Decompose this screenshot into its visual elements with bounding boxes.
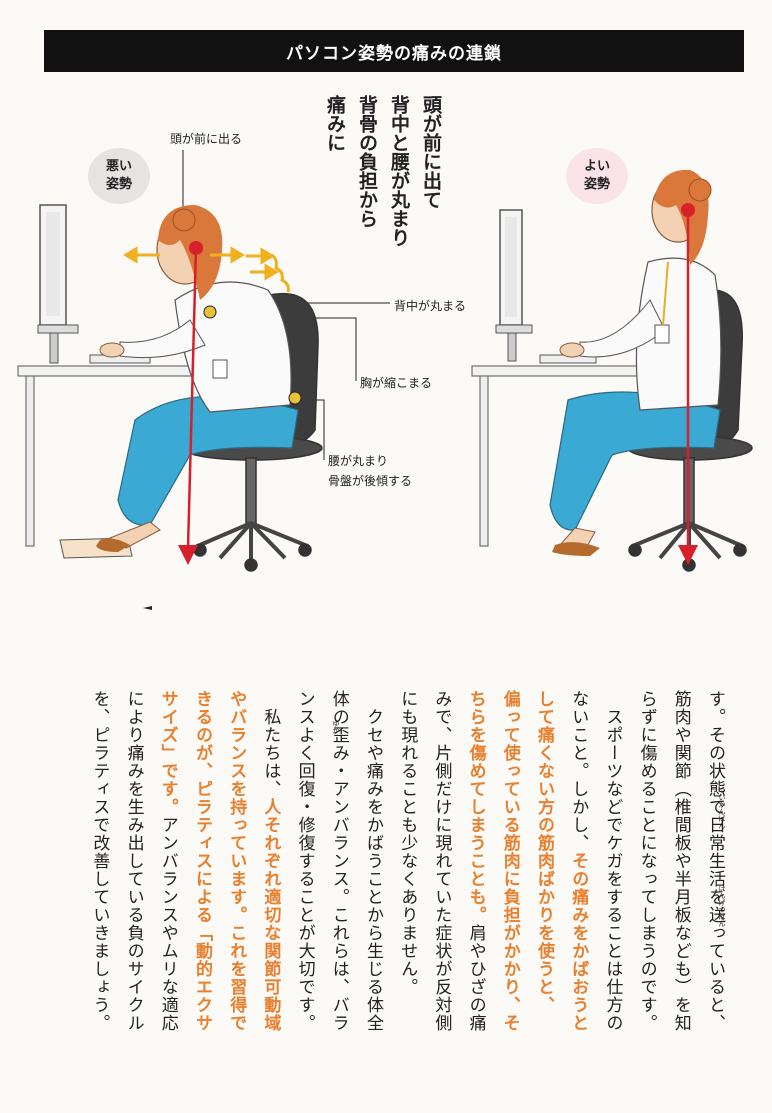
body-text-segment: により痛みを生み出している負のサイクル	[123, 690, 144, 1032]
body-text-segment: を、ピラティスで改善していきましょう。	[89, 690, 110, 1032]
print-mark	[143, 606, 152, 610]
annotation-waist-1: 腰が丸まり	[328, 454, 389, 468]
body-text-segment: 筋肉や関節（椎間板や半月板なども）を知	[670, 690, 691, 1032]
body-text-column: スポーツなどでケガをすることは仕方の	[602, 690, 623, 1090]
body-text-column: ないこと。しかし、その痛みをかばおうと	[568, 690, 589, 1090]
highlighted-text: その痛みをかばおうと	[568, 852, 589, 1032]
banner-title: パソコン姿勢の痛みの連鎖	[286, 43, 502, 64]
body-text-segment: スポーツなどでケガをすることは仕方の	[602, 690, 623, 1032]
body-text-column: にも現れることも少なくありません。	[397, 690, 418, 1090]
ruby-yuga: ゆが	[332, 720, 340, 734]
bad-alignment-line	[178, 241, 302, 565]
body-text-column: により痛みを生み出している負のサイクル	[123, 690, 144, 1090]
body-text-column: きるのが、ピラティスによる「動的エクサ	[192, 690, 212, 1090]
ruby-tsuikanban: ついかんばん	[718, 787, 726, 829]
body-text-segment: クセや痛みをかばうことから生じる体全	[363, 690, 383, 1032]
highlighted-text: して痛くない方の筋肉ばかりを使うと、	[534, 690, 554, 1014]
body-text-segment: らずに傷めることになってしまうのです。	[636, 690, 657, 1032]
ruby-hangetsuban: はんげつばん	[718, 885, 726, 927]
body-text-column: ちらを傷めてしまうことも。肩やひざの痛	[465, 690, 486, 1090]
body-text-column: 偏って使っている筋肉に負担がかかり、そ	[499, 690, 520, 1090]
body-text-column: サイズ」です。アンバランスやムリな適応	[157, 690, 178, 1090]
body-text-segment: アンバランスやムリな適応	[157, 816, 178, 1032]
body-text-segment: 私たちは、	[260, 690, 281, 798]
headline-line-1: 頭が前に出て	[419, 95, 442, 209]
highlighted-text: 偏って使っている筋肉に負担がかかり、そ	[499, 690, 520, 1032]
bad-head	[156, 205, 223, 300]
body-text-column: す。その状態で日常生活を送っていると、	[705, 690, 725, 1090]
highlighted-text: きるのが、ピラティスによる「動的エクサ	[192, 690, 212, 1032]
good-posture-figure	[471, 169, 753, 572]
body-text-column: みで、片側だけに現れていた症状が反対側	[431, 690, 452, 1090]
bad-bubble-line-1: 悪い	[105, 159, 132, 175]
body-text-segment: にも現れることも少なくありません。	[397, 690, 418, 996]
headline-line-3: 背骨の負担から	[355, 95, 378, 228]
body-text-column: して痛くない方の筋肉ばかりを使うと、	[534, 690, 554, 1090]
body-text-segment: 肩やひざの痛	[465, 924, 486, 1032]
body-text-segment: す。その状態で日常生活を送っていると、	[705, 690, 725, 1032]
body-text-segment: 体の歪み・アンバランス。これらは、バラ	[328, 690, 349, 1032]
bad-desk	[17, 354, 209, 547]
body-text-segment: ないこと。しかし、	[568, 690, 589, 852]
bad-posture-bubble: 悪い姿勢	[88, 148, 150, 204]
body-text-column: やバランスを持っています。これを習得で	[226, 690, 247, 1090]
good-monitor	[495, 209, 533, 362]
body-text-column: クセや痛みをかばうことから生じる体全	[363, 690, 383, 1090]
body-text-segment: ンスよく回復・修復することが大切です。	[294, 690, 315, 1032]
body-text-column: らずに傷めることになってしまうのです。	[636, 690, 657, 1090]
bad-posture-figure	[17, 204, 323, 572]
bad-bubble-line-2: 姿勢	[105, 177, 132, 192]
body-text-column: ンスよく回復・修復することが大切です。	[294, 690, 315, 1090]
posture-illustration	[17, 150, 753, 610]
good-posture-bubble: よい姿勢	[566, 148, 628, 204]
good-head	[651, 169, 712, 265]
headline-line-4: 痛みに	[323, 95, 346, 152]
annotation-chest-shrinks: 胸が縮こまる	[360, 376, 433, 390]
annotation-back-rounded: 背中が丸まる	[394, 299, 467, 313]
body-text-column: 私たちは、人それぞれ適切な関節可動域	[260, 690, 281, 1090]
bad-forward-arrows	[123, 246, 290, 293]
annotation-waist-2: 骨盤が後傾する	[328, 474, 413, 488]
bad-monitor	[37, 204, 79, 364]
body-text-column: 筋肉や関節（椎間板や半月板なども）を知	[670, 690, 691, 1090]
highlighted-text: 人それぞれ適切な関節可動域	[260, 798, 281, 1032]
body-text-segment: みで、片側だけに現れていた症状が反対側	[431, 690, 452, 1032]
title-banner: パソコン姿勢の痛みの連鎖	[44, 30, 744, 72]
headline-line-2: 背中と腰が丸まり	[387, 95, 410, 247]
good-alignment-line	[678, 203, 698, 565]
body-text-column: を、ピラティスで改善していきましょう。	[89, 690, 110, 1090]
highlighted-text: ちらを傷めてしまうことも。	[465, 690, 486, 924]
highlighted-text: やバランスを持っています。これを習得で	[226, 690, 247, 1032]
good-bubble-line-1: よい	[583, 159, 610, 175]
body-text-column: 体の歪み・アンバランス。これらは、バラ	[328, 690, 349, 1090]
good-bubble-line-2: 姿勢	[583, 177, 610, 192]
annotation-head-forward: 頭が前に出る	[170, 132, 243, 146]
highlighted-text: サイズ」です。	[157, 690, 178, 816]
